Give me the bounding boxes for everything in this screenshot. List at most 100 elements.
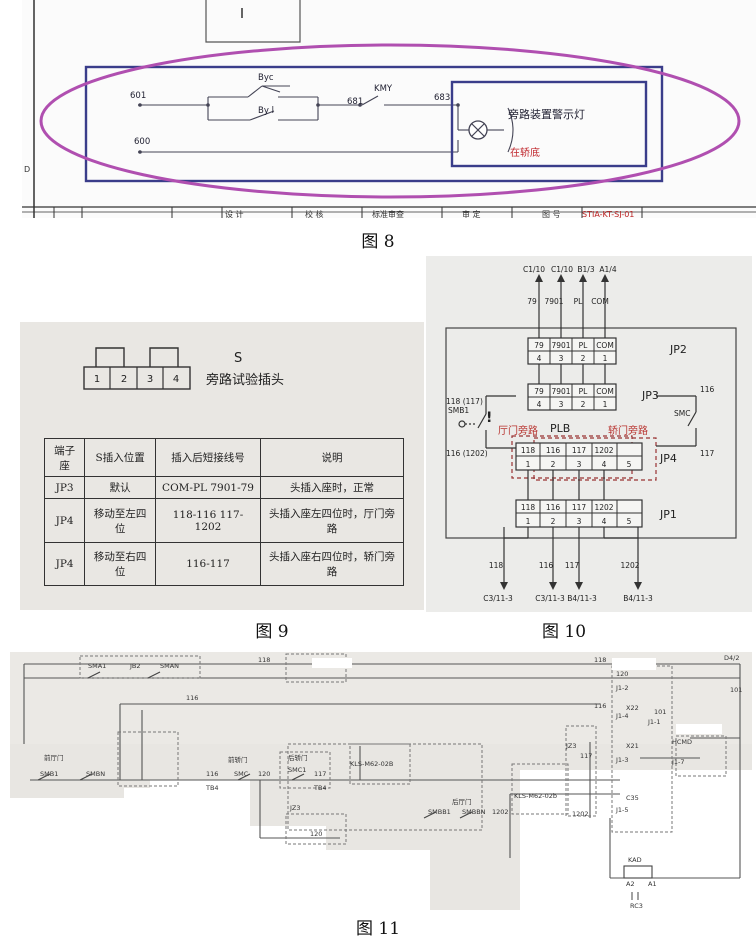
top-wire-4: COM bbox=[591, 297, 609, 306]
left-switch-label: SMB1 bbox=[448, 406, 469, 415]
table-row: JP4 移动至右四位 116-117 头插入座右四位时，轿门旁路 bbox=[43, 541, 405, 587]
f11-w118a: 118 bbox=[258, 656, 270, 664]
bottom-wire-1202: 1202 bbox=[620, 561, 639, 570]
f11-kls-b: KLS-M62-02b bbox=[514, 792, 557, 800]
f11-w1202: 1202 bbox=[492, 808, 509, 816]
right-top-label: 116 bbox=[700, 385, 715, 394]
wire-601: 601 bbox=[130, 91, 146, 101]
tb-check: 校 核 bbox=[305, 209, 324, 218]
f11-jz3: JZ3 bbox=[289, 804, 301, 812]
f11-w116d: 116 bbox=[206, 770, 218, 778]
contact-kmy: KMY bbox=[374, 84, 393, 94]
f11-j1-5: J1-5 bbox=[615, 806, 629, 814]
f11-w101b: 101 bbox=[654, 708, 666, 716]
jp2-name: PL bbox=[579, 341, 589, 350]
right-switch-label: SMC bbox=[674, 409, 690, 418]
jp3-name: PL bbox=[579, 387, 589, 396]
f11-tb4b: TB4 bbox=[313, 784, 327, 792]
f11-kls-a: KLS-M62-02B bbox=[350, 760, 393, 768]
table-cell: JP4 bbox=[43, 498, 86, 543]
f11-rc3: RC3 bbox=[630, 902, 643, 910]
f11-w118b: 118 bbox=[594, 656, 606, 664]
jp3-num: 2 bbox=[581, 400, 586, 409]
kad-relay-icon bbox=[623, 865, 653, 879]
top-wire-1: 79 bbox=[527, 297, 537, 306]
f11-w117b: 117 bbox=[580, 752, 592, 760]
jp2-label: JP2 bbox=[669, 343, 687, 356]
top-term-1: C1/10 bbox=[523, 265, 545, 274]
f11-j1-3: J1-3 bbox=[615, 756, 629, 764]
table-row: JP4 移动至左四位 118-116 117-1202 头插入座左四位时，厅门旁… bbox=[43, 498, 405, 543]
f11-w120: 120 bbox=[616, 670, 628, 678]
f11-j1-2: J1-2 bbox=[615, 684, 629, 692]
jp1-name: 116 bbox=[546, 503, 561, 512]
figure-8-schematic: D 设 计 校 核 标准审查 审 定 图 号 STIA-KT-SJ-01 bbox=[22, 0, 756, 218]
pin-1: 1 bbox=[94, 374, 100, 385]
connector-jp4: 118 116 117 1202 1 2 3 4 5 JP4 bbox=[515, 442, 677, 471]
f11-front-car: 前轿门 bbox=[228, 755, 248, 764]
f11-rear-door: 后厅门 bbox=[452, 797, 472, 806]
jp1-num: 1 bbox=[526, 517, 531, 526]
plb-label: PLB bbox=[550, 422, 570, 435]
jp2-num: 2 bbox=[581, 354, 586, 363]
figure-11: SMA1 JB2 SMAN 118 118 120 D4/2 101 116 1… bbox=[0, 648, 756, 910]
jp4-label: JP4 bbox=[659, 452, 677, 465]
caption-fig10: 图 10 bbox=[541, 622, 587, 642]
jp3-label: JP3 bbox=[641, 389, 659, 402]
jp4-num: 3 bbox=[577, 460, 582, 469]
jp3-num: 1 bbox=[603, 400, 608, 409]
jp4-num: 5 bbox=[627, 460, 632, 469]
jp1-num: 4 bbox=[602, 517, 607, 526]
wire-600: 600 bbox=[134, 137, 150, 147]
bypass-plug-table: 端子座 S插入位置 插入后短接线号 说明 JP3 默认 COM-PL 7901-… bbox=[43, 438, 405, 587]
connector-jp1: 118 116 117 1202 1 2 3 4 5 JP1 bbox=[515, 499, 677, 528]
top-term-3: B1/3 bbox=[577, 265, 594, 274]
f11-a1: A1 bbox=[648, 880, 657, 888]
jp1-num: 2 bbox=[551, 517, 556, 526]
contact-byc: Byc bbox=[258, 73, 274, 83]
figure-10-schematic: C1/10 C1/10 B1/3 A1/4 79 7901 PL COM 79 … bbox=[445, 265, 737, 603]
f11-d4-2: D4/2 bbox=[724, 654, 739, 662]
bottom-term-4: B4/11-3 bbox=[623, 594, 653, 603]
jp3-name: COM bbox=[596, 387, 614, 396]
hall-bypass-label: 厅门旁路 bbox=[498, 424, 538, 437]
jp1-name: 118 bbox=[521, 503, 536, 512]
figure-9-plug: 1 2 3 4 S 旁路试验插头 bbox=[83, 347, 284, 390]
f11-j1-7: J1-7 bbox=[671, 758, 685, 766]
bottom-term-2: C3/11-3 bbox=[535, 594, 565, 603]
circuit-frame bbox=[84, 65, 664, 183]
jp2-num: 1 bbox=[603, 354, 608, 363]
jp1-name: 1202 bbox=[594, 503, 613, 512]
f11-j1-4: J1-4 bbox=[615, 712, 629, 720]
f11-w116a: 116 bbox=[186, 694, 198, 702]
table-header: 插入后短接线号 bbox=[155, 438, 261, 477]
pin-3: 3 bbox=[147, 374, 153, 385]
f11-sma1: SMA1 bbox=[88, 662, 106, 670]
table-cell: 移动至右四位 bbox=[84, 541, 157, 587]
connector-jp2: 79 7901 PL COM 4 3 2 1 JP2 bbox=[527, 337, 687, 365]
table-cell: JP4 bbox=[43, 541, 86, 587]
f11-smb1: SMB1 bbox=[40, 770, 58, 778]
table-cell: COM-PL 7901-79 bbox=[155, 475, 261, 500]
bottom-term-3: B4/11-3 bbox=[567, 594, 597, 603]
table-cell: JP3 bbox=[43, 475, 86, 500]
top-wire-3: PL bbox=[574, 297, 584, 306]
jp2-name: COM bbox=[596, 341, 614, 350]
jp1-label: JP1 bbox=[659, 508, 677, 521]
table-cell: 头插入座右四位时，轿门旁路 bbox=[259, 541, 405, 587]
jp1-num: 3 bbox=[577, 517, 582, 526]
caption-fig11: 图 11 bbox=[355, 919, 401, 939]
tb-std: 标准审查 bbox=[372, 209, 404, 218]
plug-letter: S bbox=[234, 351, 242, 366]
bottom-wire-118: 118 bbox=[489, 561, 504, 570]
highlight-ellipse bbox=[39, 43, 741, 199]
right-bot-label: 117 bbox=[700, 449, 715, 458]
f11-j1-1: J1-1 bbox=[647, 718, 661, 726]
figure-11-schematic: SMA1 JB2 SMAN 118 118 120 D4/2 101 116 1… bbox=[10, 652, 752, 910]
jp4-num: 4 bbox=[602, 460, 607, 469]
jp3-num: 4 bbox=[537, 400, 542, 409]
f11-w117: 117 bbox=[314, 770, 326, 778]
figure-9: 1 2 3 4 S 旁路试验插头 端子座 S插入位置 插入后短接线号 说明 JP… bbox=[20, 322, 424, 610]
jp4-name: 118 bbox=[521, 446, 536, 455]
left-switch-smb1 bbox=[458, 395, 516, 449]
